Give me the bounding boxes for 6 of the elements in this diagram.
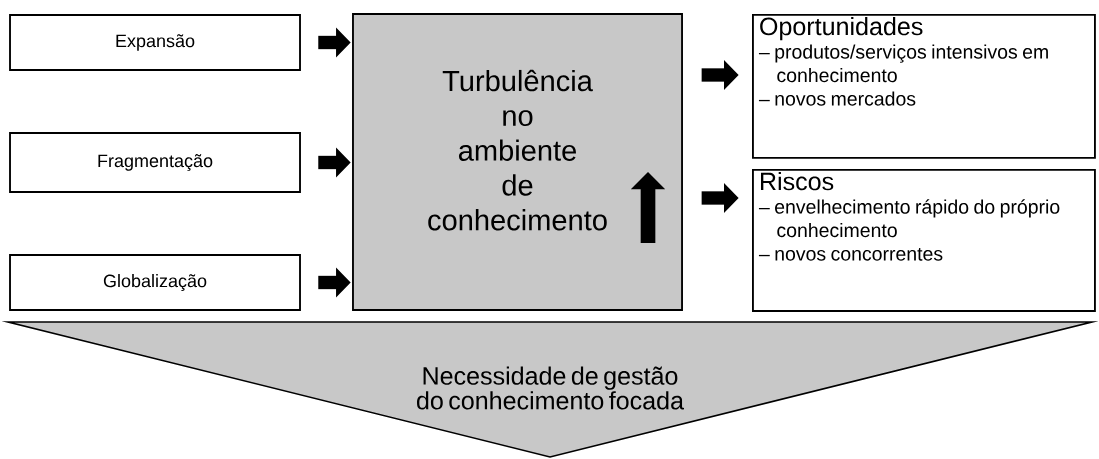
outcome-box: Riscos – envelhecimento rápido do próprio conhecimento – novos concorrentes: [752, 169, 1096, 312]
input-box: Fragmentação: [9, 132, 301, 193]
process-box: Turbulência no ambiente de conhecimento: [352, 13, 683, 311]
input-box: Globalização: [9, 254, 301, 311]
outcome-box: Oportunidades – produtos/serviços intensivos em conhecimento – novos mercados: [752, 14, 1096, 159]
input-box: Expansão: [9, 14, 301, 71]
